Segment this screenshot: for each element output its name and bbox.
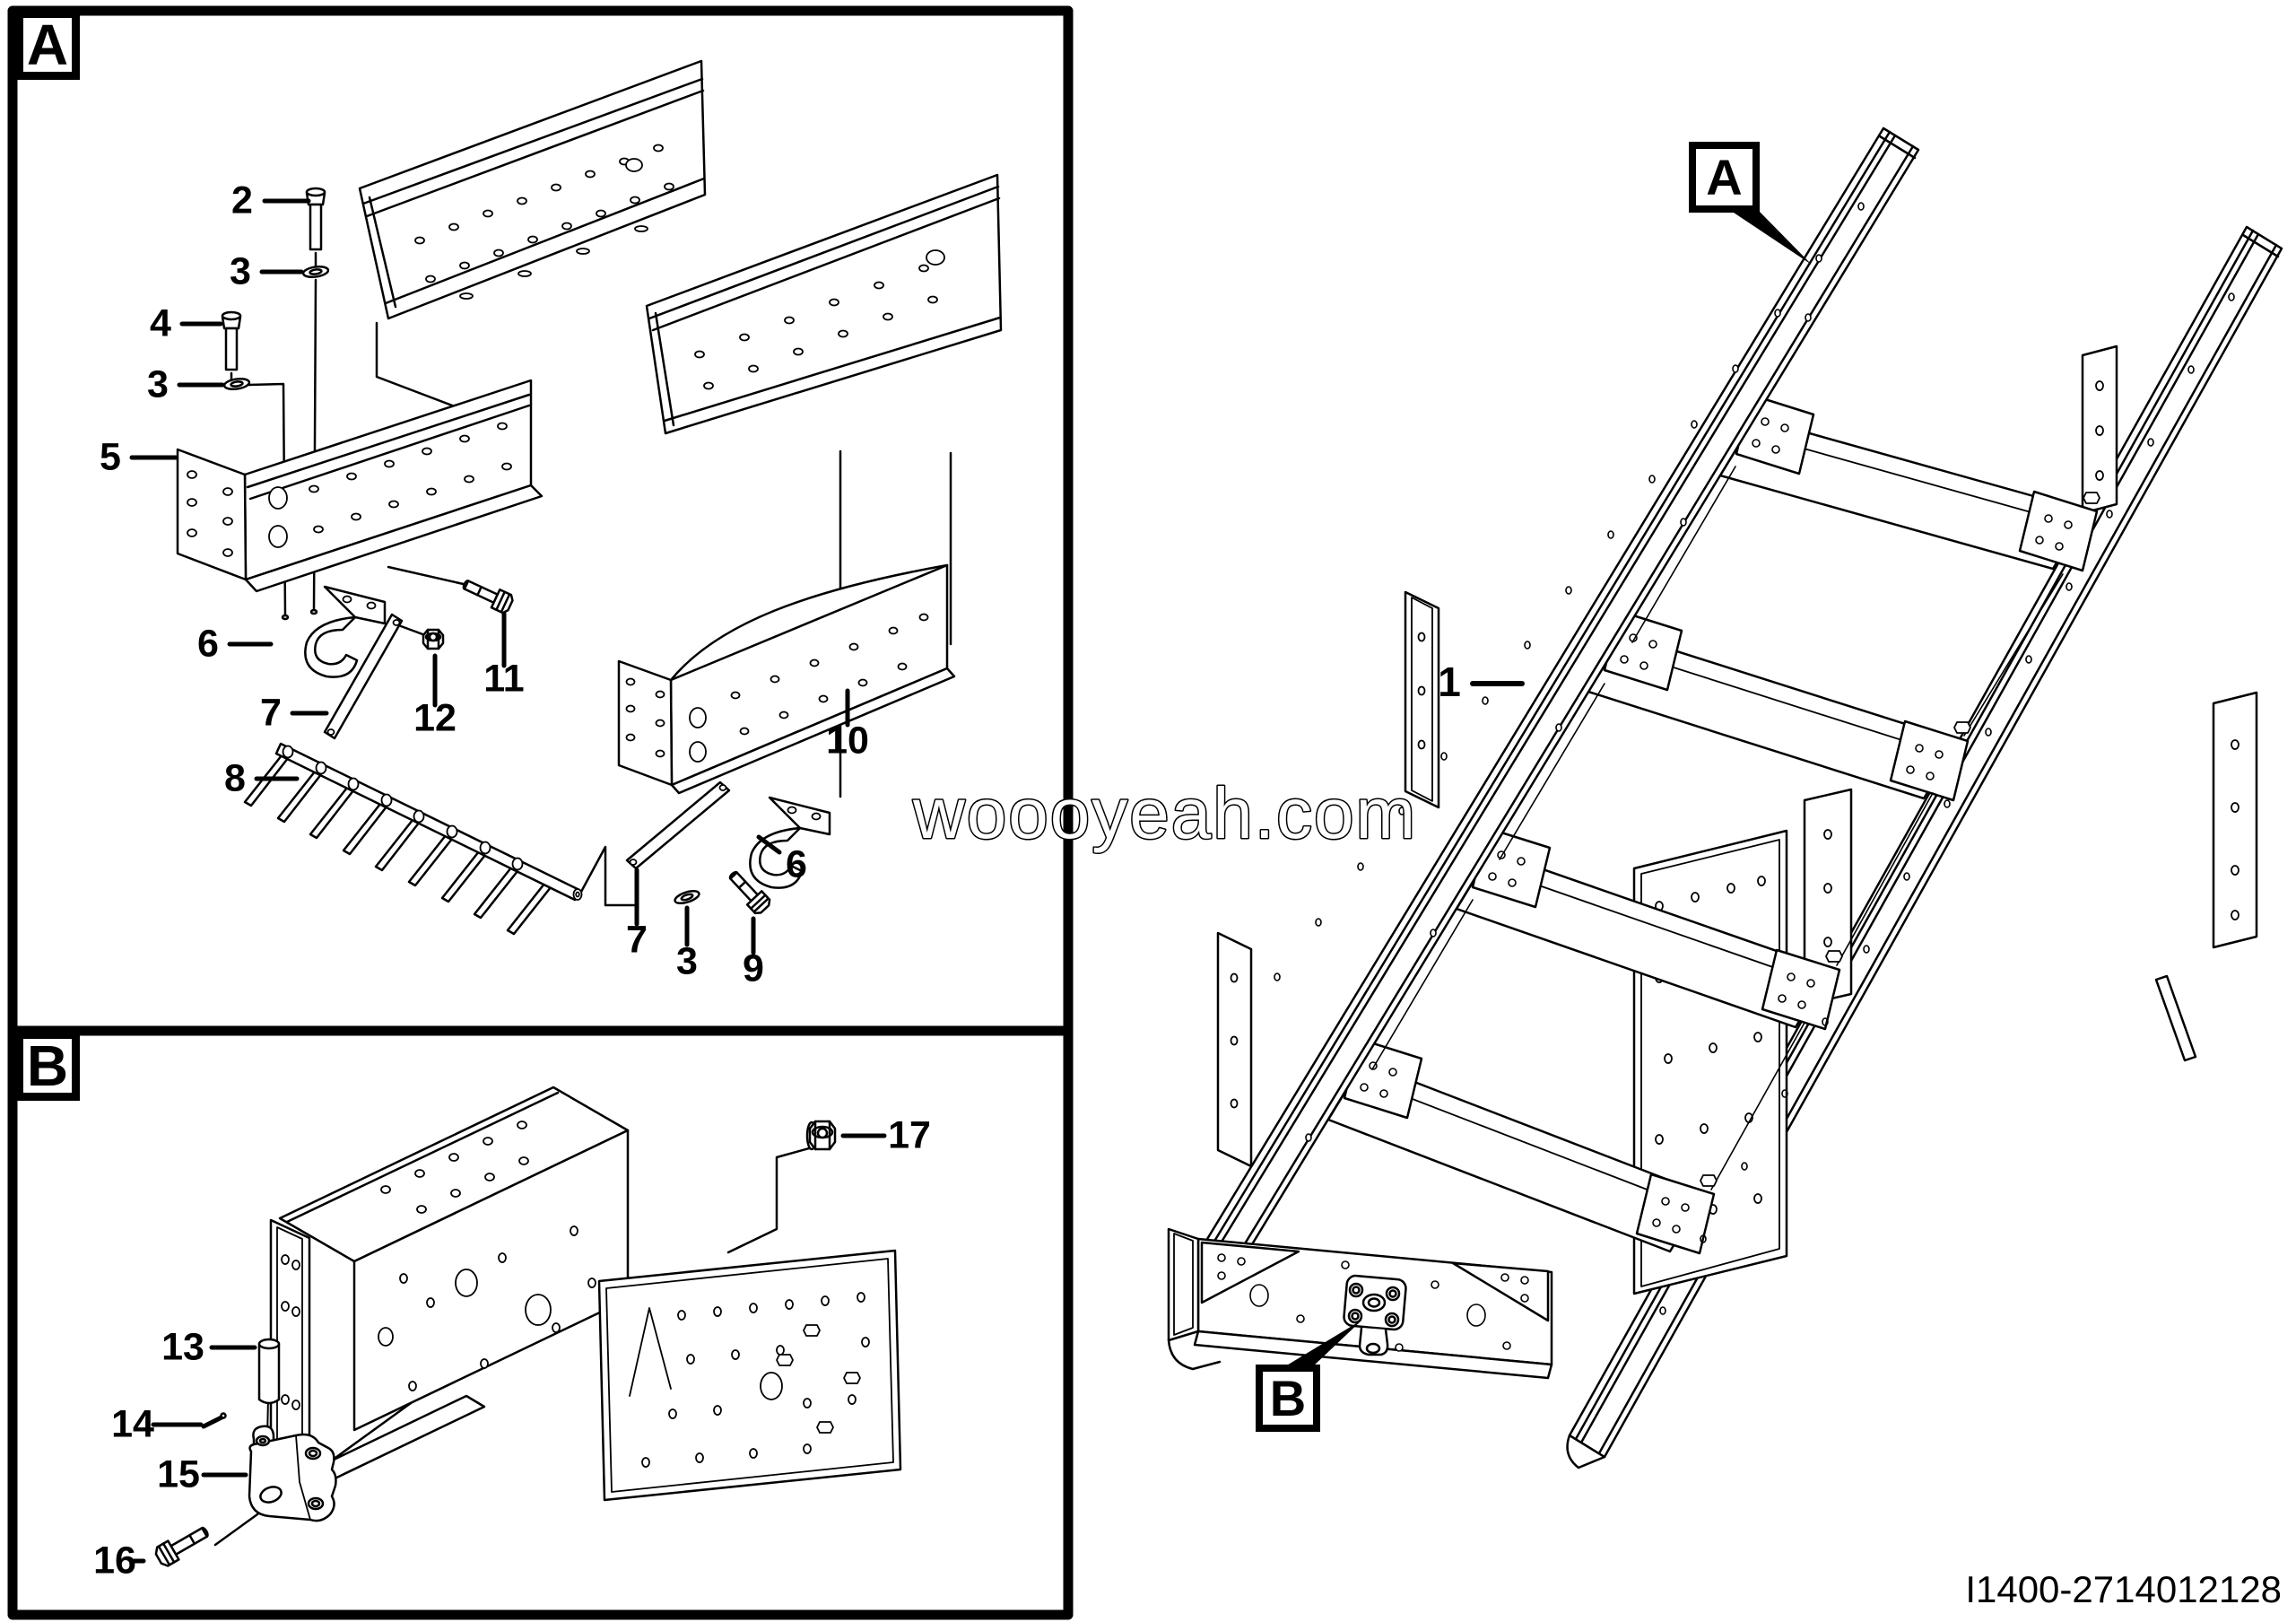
washer-3c [672,887,702,907]
callout-16: 16 [93,1539,136,1583]
rod-7b [625,780,731,870]
detail-ref-b: B [1256,1365,1320,1432]
panel-b-label: B [15,1031,80,1101]
leaders-b [131,1133,887,1564]
leaders-a [129,198,850,955]
beam-5 [176,379,544,593]
tow-bracket-15 [248,1425,337,1522]
upright-plates-left [1216,590,1440,1168]
washer-3a [301,264,330,280]
callout-7b: 7 [626,918,648,962]
crossmember-right-plate [597,1249,902,1502]
detail-ref-a: A [1689,142,1760,213]
panel-a-label: A [15,10,80,80]
rail-right-holes [1659,292,2235,1315]
tow-hitch [1343,1274,1407,1356]
callout-8: 8 [224,756,246,800]
beam-10 [617,563,956,795]
pin-13 [257,1338,281,1405]
callout-10: 10 [826,719,869,763]
callout-3c: 3 [676,939,698,983]
callout-3a: 3 [230,249,251,293]
callout-17: 17 [888,1113,931,1157]
drawing-number: I1400-2714012128 [1965,1568,2282,1610]
callout-2: 2 [231,179,253,222]
detail-ref-b-letter: B [1269,1370,1307,1426]
detail-ref-a-letter: A [1706,149,1743,205]
panel-b-drawing [131,1086,902,1567]
rod-7a [323,613,404,740]
frame-rail-left [1186,126,1920,1299]
beam-top-left [358,59,707,320]
bolt-9 [728,870,771,915]
callout-12: 12 [413,696,457,740]
callout-4: 4 [150,301,171,345]
callout-7a: 7 [260,691,282,735]
callout-11: 11 [483,657,525,701]
bolt-4 [221,310,242,382]
beam-top-right [645,173,1003,435]
callout-6a: 6 [197,622,219,666]
panel-a-letter: A [26,13,69,77]
callout-3b: 3 [147,362,169,406]
crossmembers [1326,393,2100,1255]
detail-pointers [1285,211,1812,1366]
front-crossmember [1167,1227,1553,1380]
bolt-11 [462,580,514,615]
callout-15: 15 [157,1452,200,1496]
callout-1: 1 [1438,658,1461,705]
callout-6b: 6 [786,842,807,886]
callout-13: 13 [161,1325,204,1369]
callout-5: 5 [100,435,121,479]
cotter-pin-14 [201,1412,227,1429]
bolt-16 [154,1526,209,1567]
panel-borders [7,5,1074,1620]
crossmember-body [269,1086,630,1484]
nut-17 [805,1120,837,1151]
nut-12 [422,628,445,650]
callout-9: 9 [743,946,764,990]
callout-14: 14 [111,1402,154,1446]
washer-3b [222,376,251,392]
support-bar-8 [243,742,583,936]
chassis-view [1167,126,2283,1469]
panel-b-letter: B [26,1033,69,1098]
panel-a-drawing [129,59,1003,955]
watermark-text: woooyeah.com [912,773,1417,853]
